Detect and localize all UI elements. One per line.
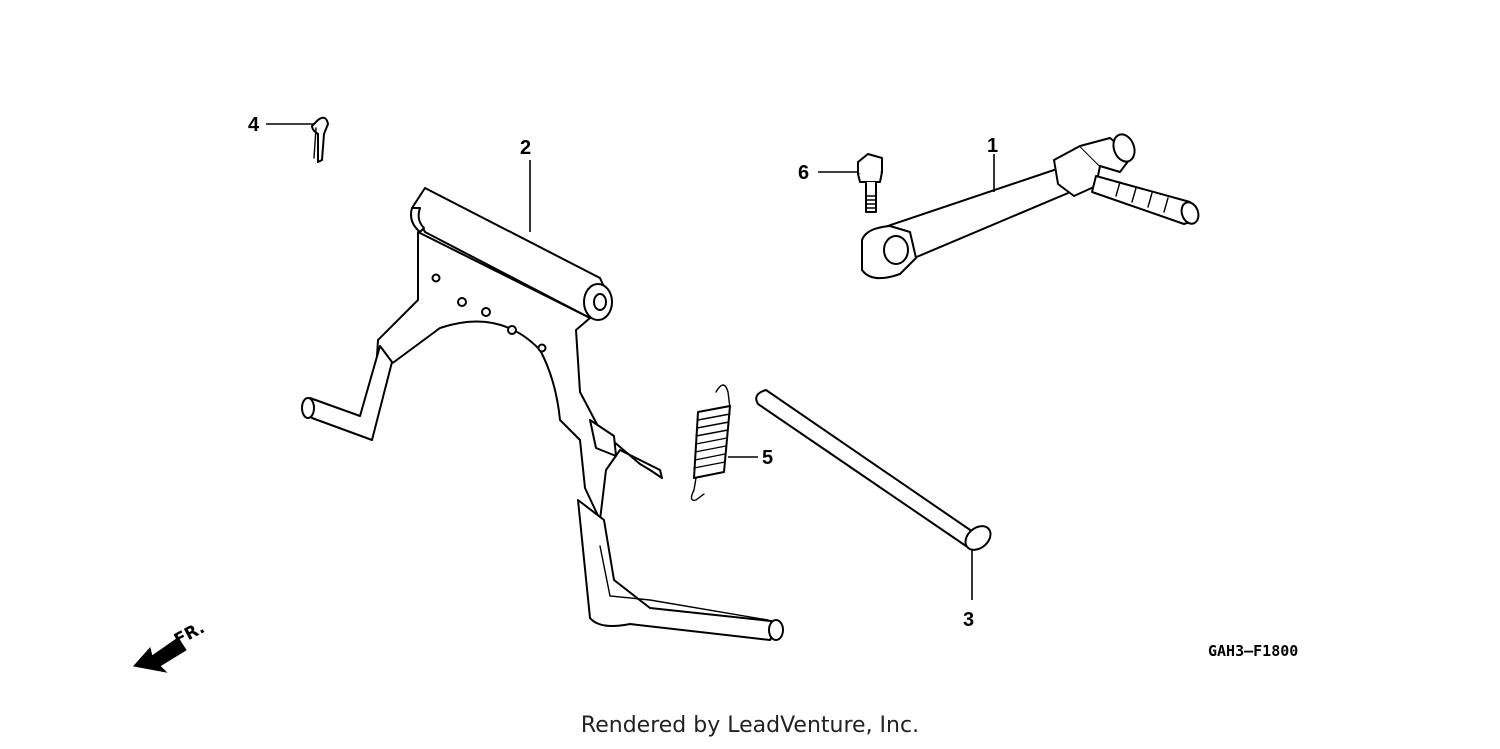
- callout-3[interactable]: 3: [963, 609, 974, 631]
- part-2-main-stand[interactable]: [301, 187, 784, 641]
- part-5-spring[interactable]: [690, 384, 731, 501]
- callout-2[interactable]: 2: [520, 137, 531, 159]
- callout-1[interactable]: 1: [987, 135, 998, 157]
- part-1-kick-starter-arm[interactable]: [861, 131, 1201, 280]
- drawing-code: GAH3—F1800: [1208, 642, 1298, 660]
- part-4-cotter-pin[interactable]: [311, 116, 329, 163]
- callout-5[interactable]: 5: [762, 447, 773, 469]
- callout-4[interactable]: 4: [248, 114, 260, 136]
- part-6-bolt[interactable]: [857, 153, 883, 213]
- footer-credit: Rendered by LeadVenture, Inc.: [580, 713, 920, 738]
- callout-6[interactable]: 6: [798, 162, 809, 184]
- front-direction-arrow: FR.: [133, 618, 208, 673]
- part-3-pivot-shaft[interactable]: [755, 389, 995, 555]
